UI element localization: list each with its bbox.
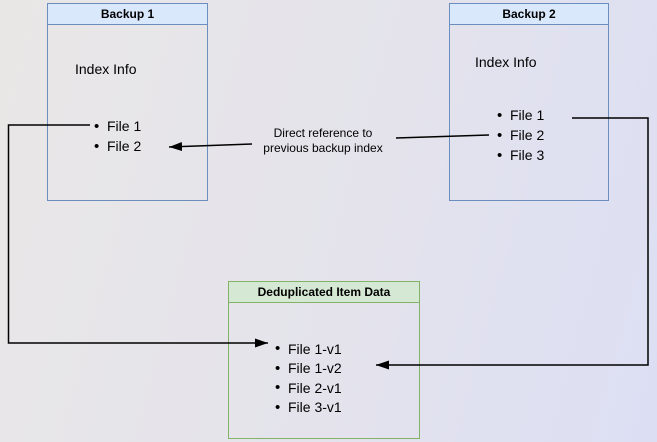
bullet-icon: •	[94, 117, 100, 135]
file-label: File 2	[510, 127, 545, 143]
file-label: File 1	[107, 118, 142, 134]
backup2-header: Backup 2	[450, 4, 608, 25]
bullet-icon: •	[497, 146, 503, 164]
file-label: File 1-v1	[288, 340, 342, 357]
backup2-index-info-label: Index Info	[475, 54, 537, 70]
file-label: File 2	[107, 138, 142, 154]
file-label: File 3-v1	[288, 399, 342, 416]
backup1-header: Backup 1	[48, 4, 207, 25]
backup1-box: Backup 1	[47, 3, 208, 201]
list-item: • File 2-v1	[275, 378, 342, 398]
list-item: • File 3	[497, 145, 544, 165]
list-item: • File 1-v1	[275, 339, 342, 359]
file-label: File 3	[510, 147, 545, 163]
bullet-icon: •	[275, 379, 281, 397]
bullet-icon: •	[275, 398, 281, 416]
list-item: • File 1-v2	[275, 359, 342, 379]
list-item: • File 3-v1	[275, 398, 342, 418]
list-item: • File 2	[497, 125, 544, 145]
file-label: File 1	[510, 107, 545, 123]
direct-reference-label: Direct reference to previous backup inde…	[263, 126, 383, 155]
bullet-icon: •	[275, 340, 281, 358]
dedup-item-list: • File 1-v1 • File 1-v2 • File 2-v1 • Fi…	[275, 339, 342, 417]
list-item: • File 1	[94, 116, 141, 136]
list-item: • File 1	[497, 105, 544, 125]
dedup-box: Deduplicated Item Data	[228, 281, 420, 439]
backup2-file-list: • File 1 • File 2 • File 3	[497, 105, 544, 165]
backup2-box: Backup 2	[449, 3, 609, 201]
file-label: File 2-v1	[288, 379, 342, 396]
backup1-index-info-label: Index Info	[75, 61, 137, 77]
file-label: File 1-v2	[288, 360, 342, 377]
list-item: • File 2	[94, 136, 141, 156]
dedup-header: Deduplicated Item Data	[229, 282, 419, 303]
backup1-file-list: • File 1 • File 2	[94, 116, 141, 156]
bullet-icon: •	[94, 137, 100, 155]
bullet-icon: •	[497, 106, 503, 124]
bullet-icon: •	[497, 126, 503, 144]
bullet-icon: •	[275, 359, 281, 377]
